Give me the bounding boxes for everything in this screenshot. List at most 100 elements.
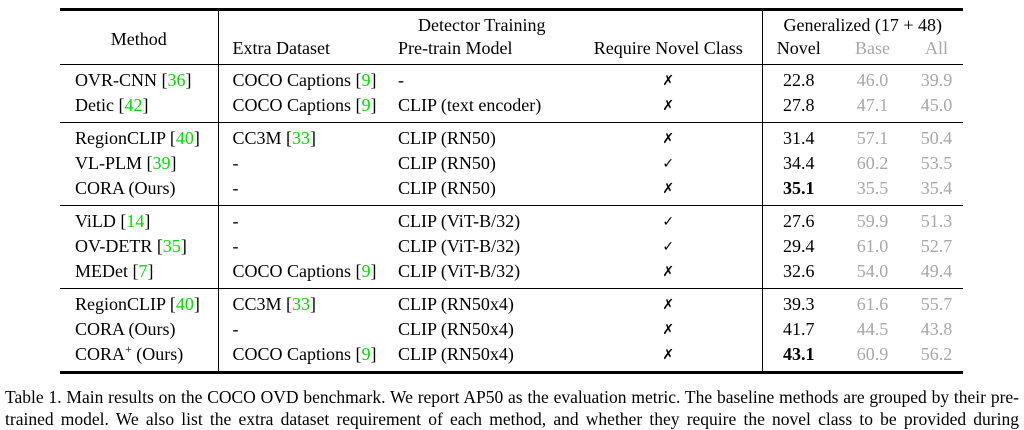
check-mark-icon: ✓ xyxy=(662,239,675,255)
require-novel-class-cell: ✗ xyxy=(575,342,762,373)
pretrain-model-cell: CLIP (RN50x4) xyxy=(398,294,514,314)
pretrain-model-cell: CLIP (RN50) xyxy=(398,178,496,198)
citation-number: 9 xyxy=(361,344,371,364)
table-row: Detic [42]COCO Captions [9]CLIP (text en… xyxy=(60,93,963,123)
header-row-1: Method Detector Training Generalized (17… xyxy=(60,9,963,65)
all-ap50-cell: 51.3 xyxy=(920,211,953,231)
require-novel-class-cell: ✗ xyxy=(575,317,762,342)
cross-mark-icon: ✗ xyxy=(662,264,675,280)
novel-ap50-cell: 27.8 xyxy=(761,93,835,123)
citation-number: 33 xyxy=(292,294,311,314)
base-ap50-cell: 44.5 xyxy=(856,319,889,339)
extra-dataset-cell: CC3M [33] xyxy=(232,294,317,314)
col-header-detector-training: Detector Training xyxy=(418,15,546,35)
extra-dataset-cell: - xyxy=(232,319,239,339)
pretrain-model-cell: CLIP (RN50) xyxy=(398,128,496,148)
method-cell: RegionCLIP [40] xyxy=(60,288,219,317)
require-novel-class-cell: ✓ xyxy=(575,206,762,235)
method-cell: CORA (Ours) xyxy=(60,176,219,206)
base-ap50-cell: 60.9 xyxy=(856,344,889,364)
pretrain-model-cell: CLIP (RN50x4) xyxy=(398,319,514,339)
method-cell: OVR-CNN [36] xyxy=(60,64,219,93)
cross-mark-icon: ✗ xyxy=(662,98,675,114)
pretrain-model-cell: CLIP (text encoder) xyxy=(398,95,542,115)
novel-ap50-cell: 27.6 xyxy=(761,205,835,234)
all-ap50-cell: 50.4 xyxy=(920,128,953,148)
table-header: Method Detector Training Generalized (17… xyxy=(60,9,963,65)
method-group-4: RegionCLIP [40] CC3M [33] CLIP (RN50x4) ✗ 39… xyxy=(60,288,963,373)
citation-number: 36 xyxy=(167,70,186,90)
col-header-novel: Novel xyxy=(761,37,835,65)
all-ap50-cell: 43.8 xyxy=(920,319,953,339)
header-spacer xyxy=(575,10,762,38)
base-ap50-cell: 57.1 xyxy=(856,128,889,148)
pretrain-model-cell: CLIP (ViT-B/32) xyxy=(398,236,521,256)
table-row: RegionCLIP [40]CC3M [33]CLIP (RN50)✗31.4… xyxy=(60,122,963,151)
table-caption: Table 1. Main results on the COCO OVD be… xyxy=(5,387,1019,429)
require-novel-class-cell: ✓ xyxy=(575,151,762,176)
base-ap50-cell: 54.0 xyxy=(856,261,889,281)
table-row: RegionCLIP [40]CC3M [33]CLIP (RN50x4)✗39… xyxy=(60,288,963,317)
novel-ap50-cell: 29.4 xyxy=(761,234,835,259)
col-header-pretrain-model: Pre-train Model xyxy=(398,38,513,58)
base-ap50-cell: 59.9 xyxy=(856,211,889,231)
novel-ap50-cell: 35.1 xyxy=(761,176,835,206)
pretrain-model-cell: CLIP (ViT-B/32) xyxy=(398,261,521,281)
all-ap50-cell: 45.0 xyxy=(920,95,953,115)
citation-number: 9 xyxy=(361,95,371,115)
novel-ap50-cell: 32.6 xyxy=(761,259,835,289)
pretrain-model-cell: CLIP (ViT-B/32) xyxy=(398,211,521,231)
cross-mark-icon: ✗ xyxy=(662,347,675,363)
novel-ap50-cell: 31.4 xyxy=(761,122,835,151)
citation-number: 35 xyxy=(162,236,181,256)
method-cell: Detic [42] xyxy=(60,93,219,123)
base-ap50-cell: 61.6 xyxy=(856,294,889,314)
method-cell: RegionCLIP [40] xyxy=(60,122,219,151)
novel-ap50-cell: 34.4 xyxy=(761,151,835,176)
col-header-base: Base xyxy=(855,38,890,58)
table-row: CORA (Ours)- CLIP (RN50x4) ✗ 41.7 44.5 43.8 xyxy=(60,317,963,342)
extra-dataset-cell: COCO Captions [9] xyxy=(232,70,377,90)
citation-number: 7 xyxy=(138,261,148,281)
cross-mark-icon: ✗ xyxy=(662,322,675,338)
citation-number: 33 xyxy=(292,128,311,148)
extra-dataset-cell: - xyxy=(232,153,239,173)
base-ap50-cell: 47.1 xyxy=(856,95,889,115)
method-cell: VL-PLM [39] xyxy=(60,151,219,176)
check-mark-icon: ✓ xyxy=(662,156,675,172)
table-row: VL-PLM [39]- CLIP (RN50) ✓ 34.4 60.2 53.5 xyxy=(60,151,963,176)
cross-mark-icon: ✗ xyxy=(662,181,675,197)
novel-ap50-cell: 43.1 xyxy=(761,342,835,373)
all-ap50-cell: 56.2 xyxy=(920,344,953,364)
method-cell: ViLD [14] xyxy=(60,205,219,234)
citation-number: 14 xyxy=(126,211,145,231)
method-cell: OV-DETR [35] xyxy=(60,234,219,259)
citation-number: 40 xyxy=(175,294,194,314)
method-group-2: RegionCLIP [40]CC3M [33]CLIP (RN50)✗31.4… xyxy=(60,122,963,206)
citation-number: 9 xyxy=(361,261,371,281)
pretrain-model-cell: - xyxy=(398,70,404,90)
method-cell: CORA (Ours) xyxy=(60,317,219,342)
novel-ap50-cell: 41.7 xyxy=(761,317,835,342)
extra-dataset-cell: - xyxy=(232,178,239,198)
table-row: CORA+ (Ours)COCO Captions [9]CLIP (RN50x… xyxy=(60,342,963,373)
base-ap50-cell: 60.2 xyxy=(856,153,889,173)
novel-ap50-cell: 39.3 xyxy=(761,288,835,317)
citation-number: 42 xyxy=(124,95,143,115)
table-row: MEDet [7] COCO Captions [9] CLIP (ViT-B/32… xyxy=(60,259,963,289)
base-ap50-cell: 35.5 xyxy=(856,178,889,198)
superscript-plus: + xyxy=(125,342,132,356)
method-cell: CORA+ (Ours) xyxy=(60,342,219,373)
col-header-extra-dataset: Extra Dataset xyxy=(232,38,330,58)
extra-dataset-cell: COCO Captions [9] xyxy=(232,261,377,281)
all-ap50-cell: 53.5 xyxy=(920,153,953,173)
table-row: CORA (Ours)- CLIP (RN50) ✗ 35.1 35.5 35.4 xyxy=(60,176,963,206)
require-novel-class-cell: ✗ xyxy=(575,176,762,206)
method-cell: MEDet [7] xyxy=(60,259,219,289)
pretrain-model-cell: CLIP (RN50) xyxy=(398,153,496,173)
all-ap50-cell: 35.4 xyxy=(920,178,953,198)
